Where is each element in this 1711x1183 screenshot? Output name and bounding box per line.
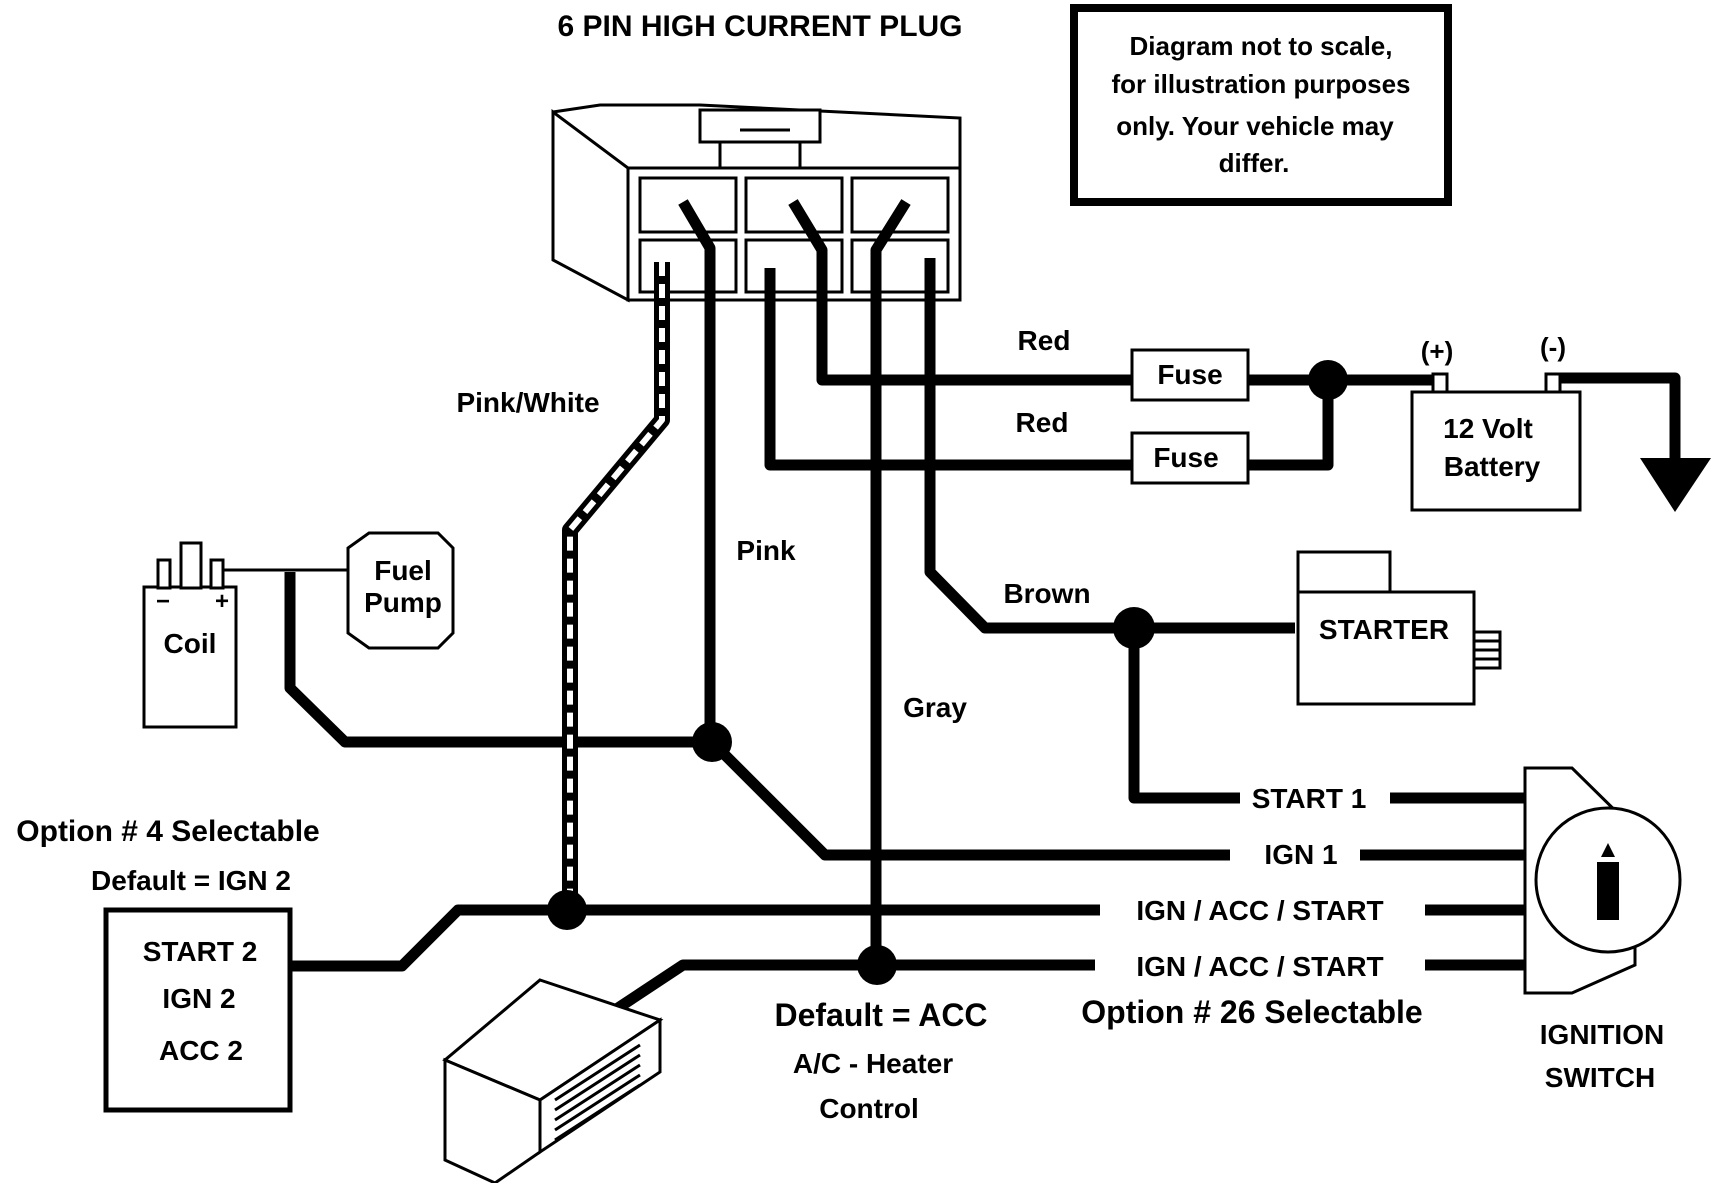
red-wire-2-out — [1245, 380, 1334, 471]
ignition-switch: IGNITION SWITCH — [1523, 766, 1682, 1093]
battery-label-2: Battery — [1444, 451, 1541, 482]
option-4-choice-2: IGN 2 — [162, 983, 235, 1014]
coil-minus-label: − — [156, 588, 170, 615]
coil-feed-wire — [284, 572, 710, 748]
gray-label: Gray — [903, 692, 967, 723]
red-1-label: Red — [1018, 325, 1071, 356]
option-4-box: START 2 IGN 2 ACC 2 — [103, 907, 293, 1113]
fuel-pump-label-2: Pump — [364, 587, 442, 618]
option-4-choice-1: START 2 — [143, 936, 258, 967]
junction-dot — [547, 890, 587, 930]
pink-white-label: Pink/White — [456, 387, 599, 418]
fuse-2-label: Fuse — [1153, 442, 1218, 473]
red-wire-1 — [788, 199, 1135, 386]
option-4-title: Option # 4 Selectable — [16, 815, 319, 848]
coil: − + Coil — [142, 541, 238, 729]
option-26-label: Option # 26 Selectable — [1081, 994, 1422, 1030]
red-wire-2 — [764, 268, 1135, 471]
ign-acc-start-1-label: IGN / ACC / START — [1136, 895, 1383, 926]
ac-heater-control-icon — [442, 978, 664, 1183]
pink-white-wire — [562, 262, 670, 905]
fuse-1: Fuse — [1130, 348, 1250, 402]
ign-1-label: IGN 1 — [1264, 839, 1337, 870]
start-1-wire — [1128, 628, 1240, 804]
ground-icon — [1640, 458, 1711, 512]
ignition-switch-label-2: SWITCH — [1545, 1062, 1655, 1093]
pink-label: Pink — [736, 535, 796, 566]
junction-dot — [1113, 607, 1155, 649]
battery: (+) (-) 12 Volt Battery — [1410, 332, 1582, 512]
battery-neg-label: (-) — [1540, 332, 1566, 362]
brown-label: Brown — [1003, 578, 1090, 609]
ac-default-label: Default = ACC — [774, 997, 987, 1033]
disclaimer-line-2: for illustration purposes — [1111, 69, 1410, 99]
fuse-1-label: Fuse — [1157, 359, 1222, 390]
six-pin-plug — [551, 103, 962, 303]
red-2-label: Red — [1016, 407, 1069, 438]
fuse-2: Fuse — [1130, 431, 1250, 485]
disclaimer-line-3: only. Your vehicle may — [1116, 111, 1394, 141]
junction-dot — [857, 945, 897, 985]
coil-plus-label: + — [215, 588, 229, 615]
disclaimer-box: Diagram not to scale, for illustration p… — [1070, 4, 1452, 206]
ign-acc-start-2-label: IGN / ACC / START — [1136, 951, 1383, 982]
option-4-default: Default = IGN 2 — [91, 865, 291, 896]
start-1-label: START 1 — [1252, 783, 1367, 814]
diagram-title: 6 PIN HIGH CURRENT PLUG — [557, 10, 962, 43]
option-4-wire — [290, 904, 1100, 972]
coil-label: Coil — [164, 628, 217, 659]
junction-dot — [692, 722, 732, 762]
disclaimer-line-1: Diagram not to scale, — [1130, 31, 1393, 61]
starter: STARTER — [1296, 550, 1502, 706]
ac-label-2: Control — [819, 1093, 919, 1124]
ac-wire — [611, 959, 1095, 1015]
fuel-pump-label-1: Fuel — [374, 555, 432, 586]
disclaimer-line-4: differ. — [1219, 148, 1290, 178]
junction-dot — [1308, 360, 1348, 400]
gray-wire — [870, 199, 911, 965]
battery-label-1: 12 Volt — [1443, 413, 1533, 444]
battery-pos-label: (+) — [1421, 336, 1454, 366]
ac-label-1: A/C - Heater — [793, 1048, 953, 1079]
ignition-switch-label-1: IGNITION — [1540, 1019, 1664, 1050]
starter-label: STARTER — [1319, 614, 1449, 645]
option-4-choice-3: ACC 2 — [159, 1035, 243, 1066]
ground-wire — [1558, 372, 1681, 458]
fuel-pump: Fuel Pump — [346, 531, 455, 650]
